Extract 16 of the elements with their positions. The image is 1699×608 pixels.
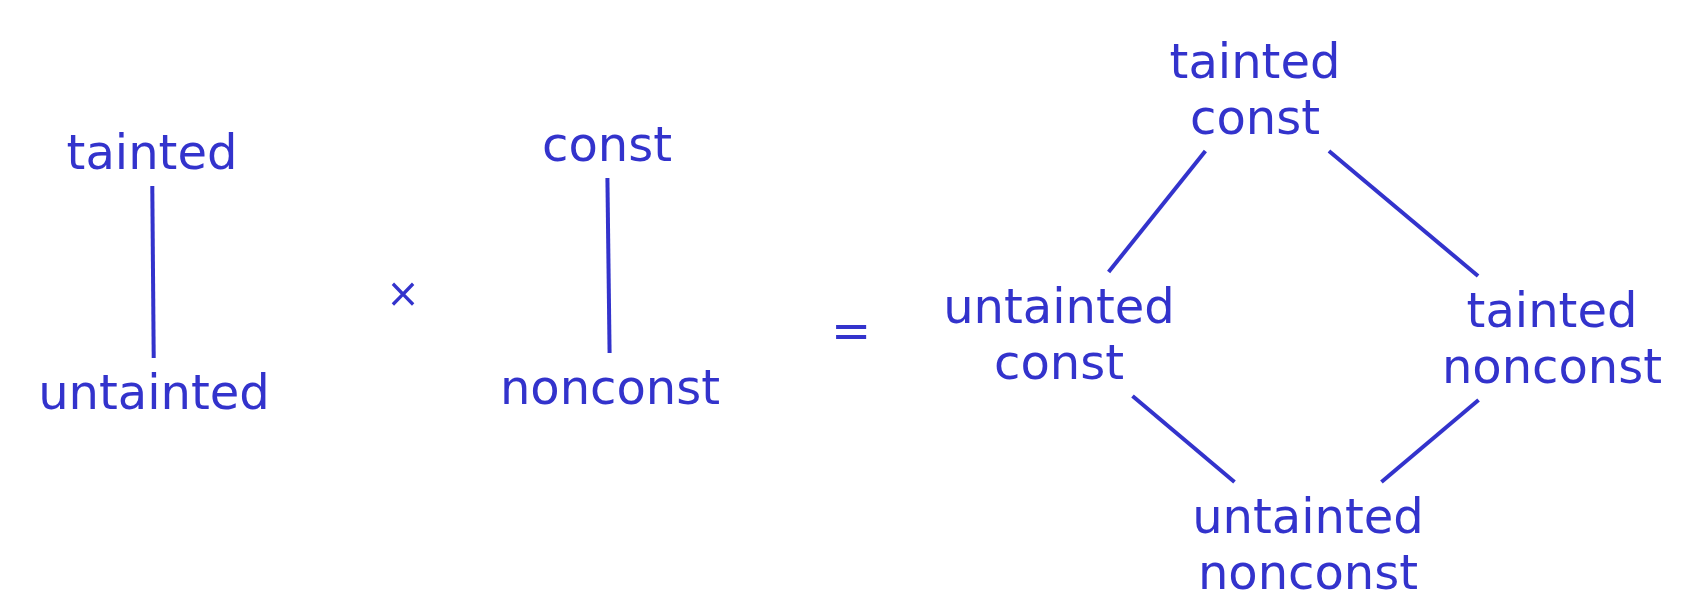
node-label: untainted nonconst: [1191, 488, 1425, 600]
connector-line: [1131, 394, 1236, 484]
node-label: untainted: [37, 364, 271, 420]
connector-line: [605, 177, 612, 354]
connector-line: [1327, 149, 1480, 278]
node-label: tainted const: [1168, 33, 1342, 145]
operator-symbol: =: [830, 306, 872, 354]
connector-line: [150, 185, 156, 359]
connector-line: [1380, 398, 1480, 484]
node-label: tainted nonconst: [1440, 282, 1664, 394]
node-label: nonconst: [498, 359, 722, 415]
node-label: untainted const: [942, 278, 1176, 390]
node-label: const: [541, 116, 673, 172]
connector-line: [1107, 149, 1207, 274]
operator-symbol: ×: [386, 273, 420, 313]
node-label: tainted: [65, 124, 239, 180]
